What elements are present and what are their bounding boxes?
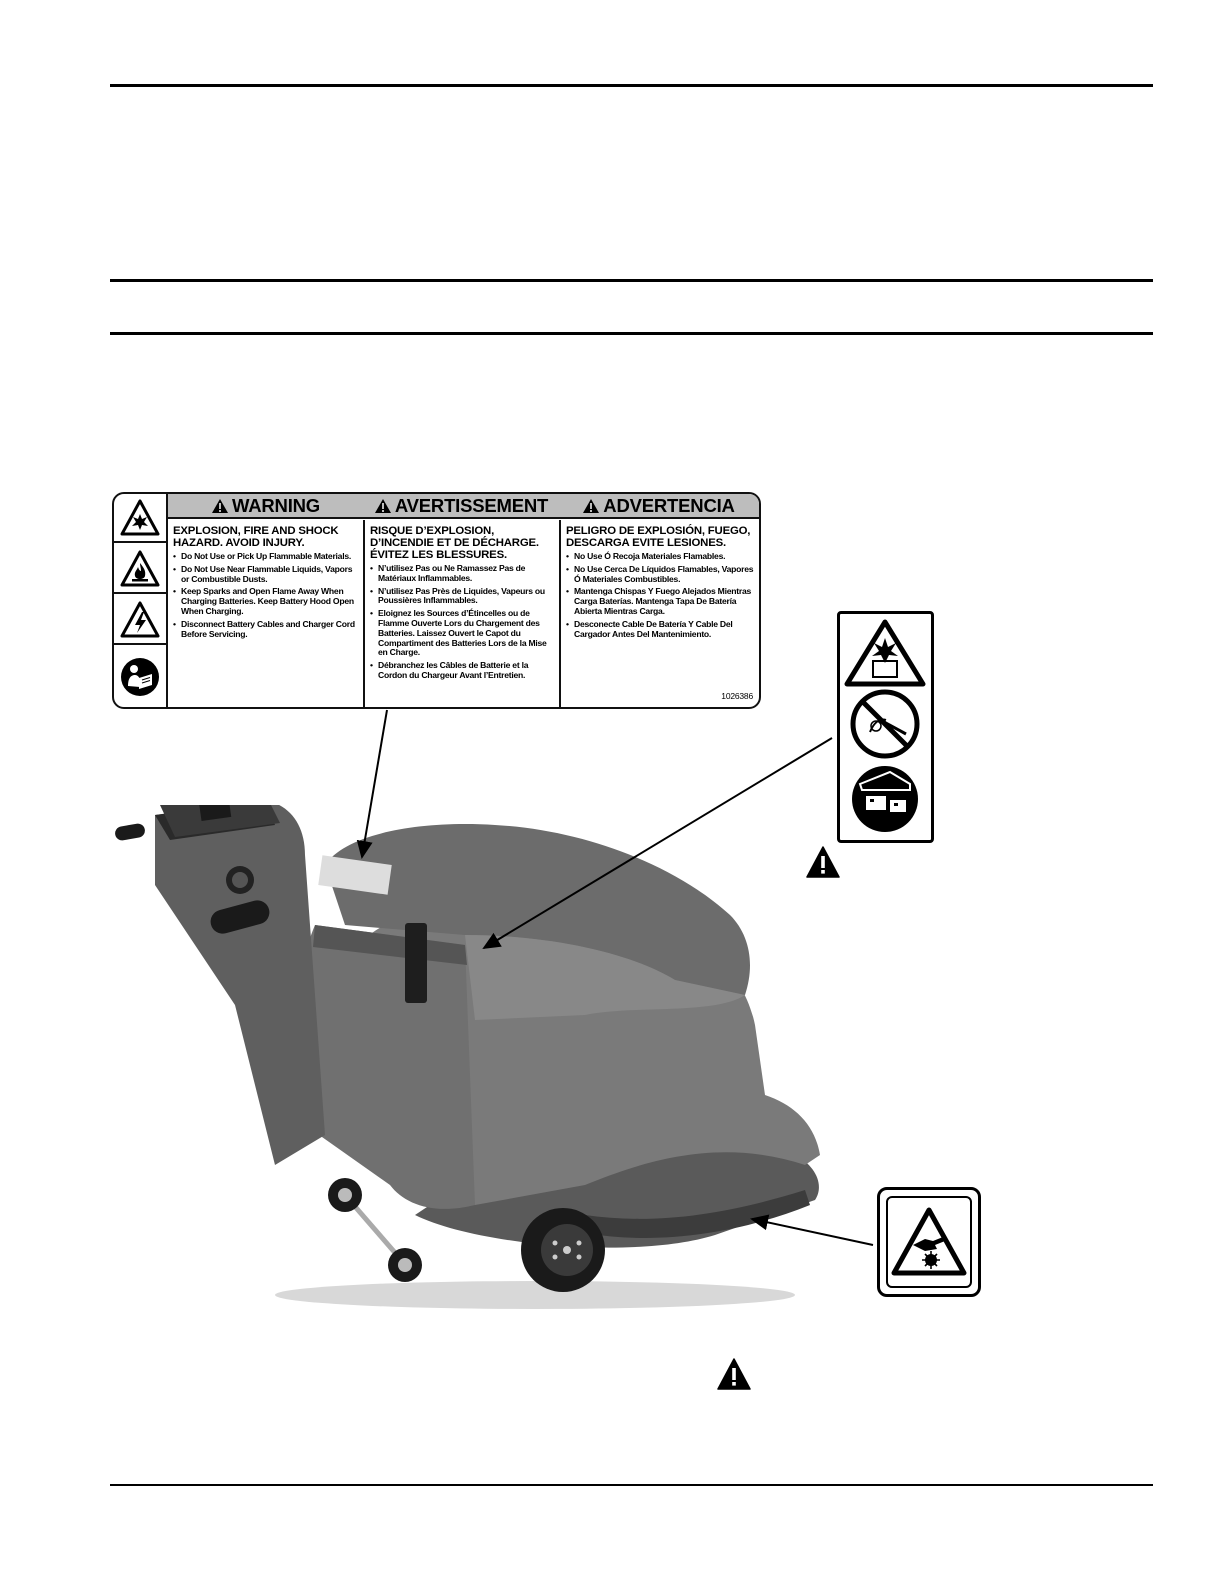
list-item: N’utilisez Pas Près de Liquides, Vapeurs… bbox=[370, 586, 555, 607]
brush-hazard-decal bbox=[877, 1187, 981, 1297]
header-avertissement-label: AVERTISSEMENT bbox=[394, 494, 549, 516]
list-item: Mantenga Chispas Y Fuego Alejados Mientr… bbox=[566, 586, 756, 616]
footer-rule bbox=[110, 1484, 1153, 1486]
list-item: Keep Sparks and Open Flame Away When Cha… bbox=[173, 586, 359, 616]
top-rule bbox=[110, 84, 1153, 87]
english-list: Do Not Use or Pick Up Flammable Material… bbox=[173, 551, 359, 640]
alert-triangle-icon bbox=[374, 498, 391, 513]
section-rule-2 bbox=[110, 332, 1153, 335]
list-item: N’utilisez Pas ou Ne Ramassez Pas de Mat… bbox=[370, 563, 555, 584]
list-item: Do Not Use Near Flammable Liquids, Vapor… bbox=[173, 564, 359, 585]
warning-decal: WARNING AVERTISSEMENT ADVERTENCIA EXPLOS… bbox=[112, 492, 761, 709]
list-item: Eloignez les Sources d’Étincelles ou de … bbox=[370, 608, 555, 658]
spanish-column: PELIGRO DE EXPLOSIÓN, FUEGO, DESCARGA EV… bbox=[559, 520, 759, 707]
alert-triangle-icon bbox=[583, 498, 600, 513]
section-rule-1 bbox=[110, 279, 1153, 282]
english-column: EXPLOSION, FIRE AND SHOCK HAZARD. AVOID … bbox=[168, 520, 363, 707]
list-item: No Use Cerca De Líquidos Flamables, Vapo… bbox=[566, 564, 756, 585]
caster-wheels bbox=[328, 1178, 422, 1282]
no-flame-icon bbox=[850, 689, 920, 759]
part-number: 1026386 bbox=[721, 691, 753, 701]
spanish-list: No Use Ó Recoja Materiales Flamables. No… bbox=[566, 551, 756, 640]
decal-header: WARNING AVERTISSEMENT ADVERTENCIA bbox=[168, 494, 759, 519]
list-item: Desconecte Cable De Batería Y Cable Del … bbox=[566, 619, 756, 640]
hand-pinch-brush-icon bbox=[891, 1207, 967, 1276]
list-item: No Use Ó Recoja Materiales Flamables. bbox=[566, 551, 756, 562]
battery-decal-graphics bbox=[844, 619, 926, 832]
french-list: N’utilisez Pas ou Ne Ramassez Pas de Mat… bbox=[370, 563, 555, 681]
french-column: RISQUE D’EXPLOSION, D’INCENDIE ET DE DÉC… bbox=[363, 520, 559, 707]
open-battery-hood-icon bbox=[852, 766, 918, 832]
floor-scrubber-illustration bbox=[115, 805, 820, 1309]
brush-hazard-decal-inner bbox=[886, 1196, 972, 1288]
alert-triangle-icon bbox=[717, 1358, 751, 1390]
list-item: Débranchez les Câbles de Batterie et la … bbox=[370, 660, 555, 681]
header-advertencia-label: ADVERTENCIA bbox=[603, 494, 735, 516]
alert-triangle-icon bbox=[211, 498, 228, 513]
header-advertencia: ADVERTENCIA bbox=[559, 494, 758, 517]
decal-icon-column bbox=[114, 494, 168, 707]
english-heading: EXPLOSION, FIRE AND SHOCK HAZARD. AVOID … bbox=[173, 525, 339, 549]
list-item: Disconnect Battery Cables and Charger Co… bbox=[173, 619, 359, 640]
read-manual-icon bbox=[114, 647, 166, 707]
list-item: Do Not Use or Pick Up Flammable Material… bbox=[173, 551, 359, 562]
french-heading: RISQUE D’EXPLOSION, D’INCENDIE ET DE DÉC… bbox=[370, 525, 539, 561]
battery-explosion-icon bbox=[844, 619, 926, 687]
header-avertissement: AVERTISSEMENT bbox=[363, 494, 559, 517]
spanish-heading: PELIGRO DE EXPLOSIÓN, FUEGO, DESCARGA EV… bbox=[566, 525, 751, 549]
explosion-icon bbox=[114, 494, 166, 543]
fire-icon bbox=[114, 545, 166, 594]
header-warning-label: WARNING bbox=[231, 494, 320, 516]
shock-icon bbox=[114, 596, 166, 645]
battery-decal bbox=[837, 611, 934, 843]
header-warning: WARNING bbox=[168, 494, 363, 517]
